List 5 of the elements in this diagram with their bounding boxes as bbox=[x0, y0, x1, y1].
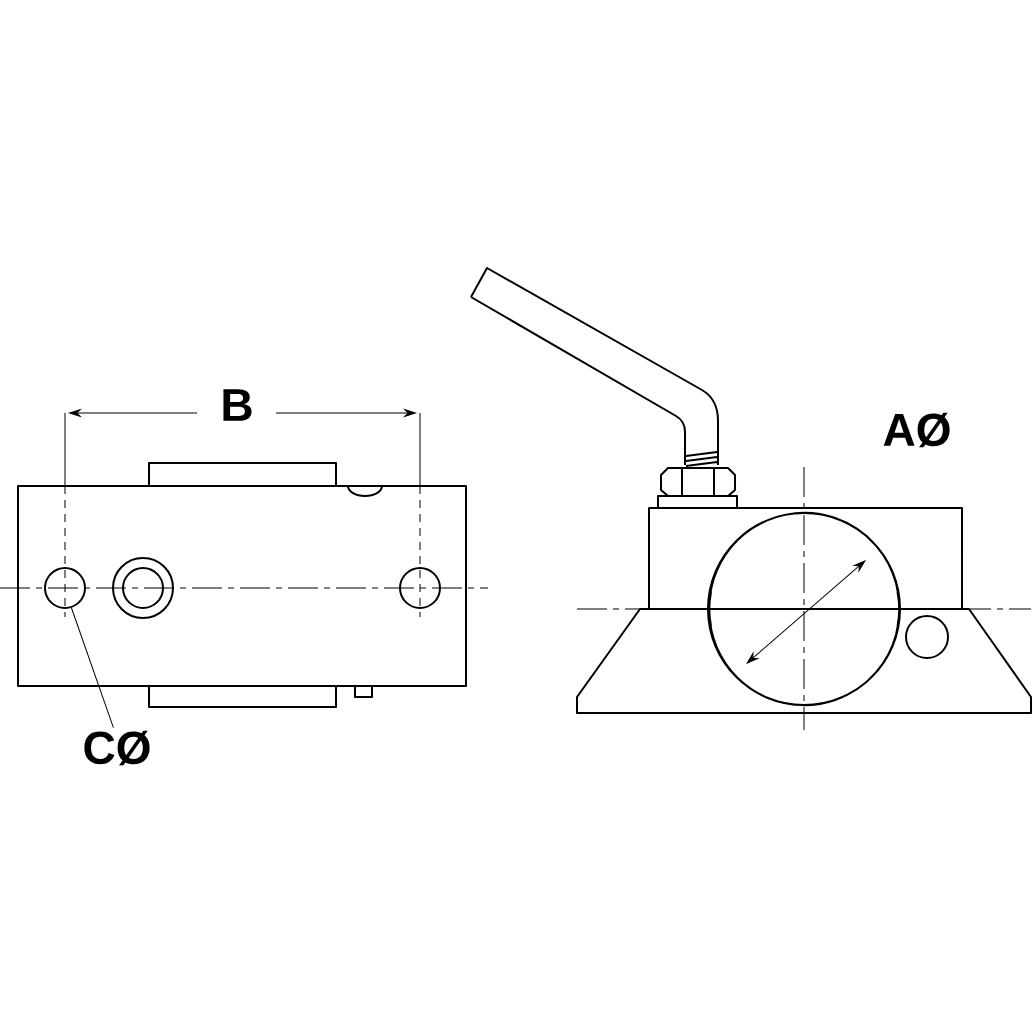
dimension-label: AØ bbox=[883, 412, 950, 448]
leader-line bbox=[71, 607, 114, 729]
hole bbox=[44, 567, 86, 609]
dimension-label: CØ bbox=[84, 730, 150, 766]
dimension-label: B bbox=[223, 389, 252, 421]
